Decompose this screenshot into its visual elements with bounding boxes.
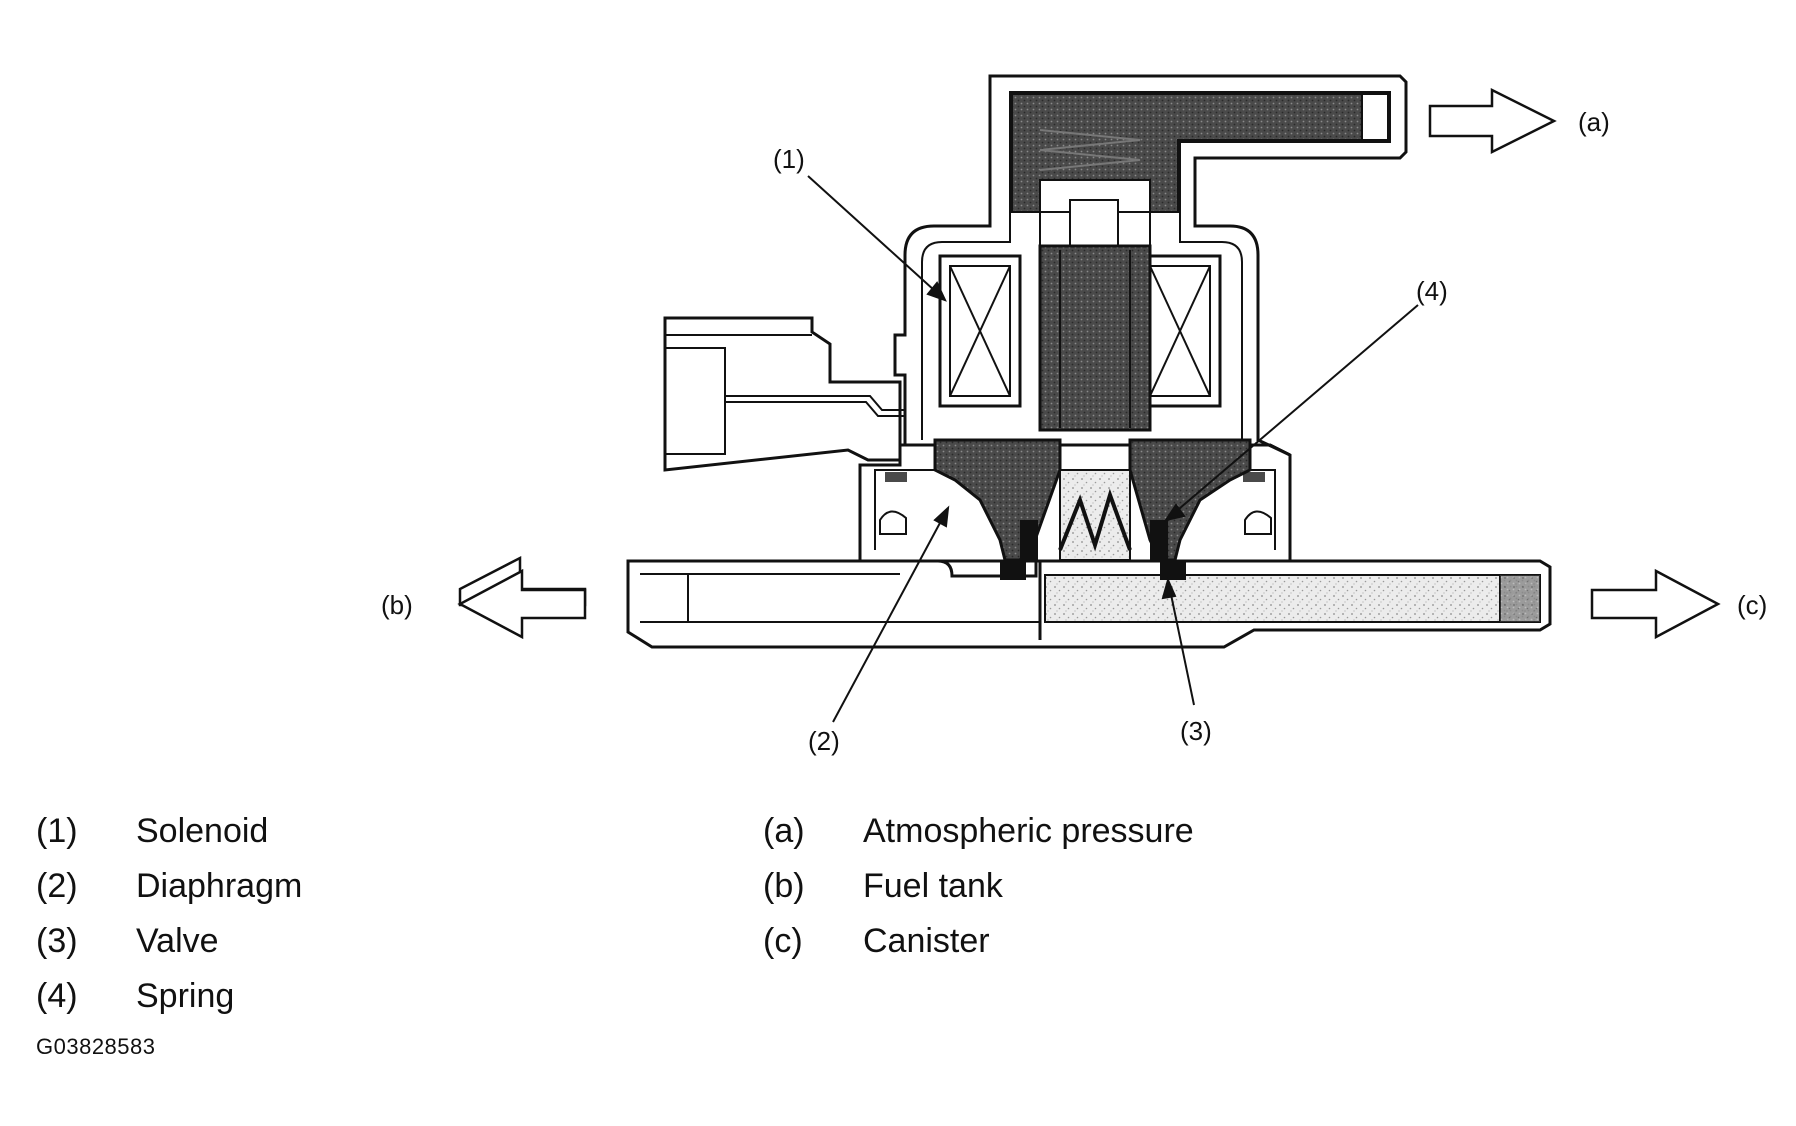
figure-id: G03828583 bbox=[36, 1034, 156, 1059]
flow-tube bbox=[626, 559, 1552, 649]
legend-label: Solenoid bbox=[136, 812, 269, 850]
legend-key: (a) bbox=[763, 812, 805, 850]
callout-fuel-tank: (b) bbox=[381, 590, 413, 620]
legend-key: (c) bbox=[763, 922, 803, 960]
callout-spring: (4) bbox=[1416, 276, 1448, 306]
legend-key: (2) bbox=[36, 867, 78, 905]
flow-arrow-fuel-tank bbox=[457, 555, 587, 640]
legend-label: Valve bbox=[136, 922, 219, 960]
plunger bbox=[1038, 199, 1152, 432]
callout-canister: (c) bbox=[1737, 590, 1767, 620]
legend-label: Canister bbox=[863, 922, 990, 960]
callout-valve: (3) bbox=[1180, 716, 1212, 746]
legend-label: Atmospheric pressure bbox=[863, 812, 1194, 850]
atmospheric-chamber bbox=[1011, 93, 1389, 213]
legend-key: (4) bbox=[36, 977, 78, 1015]
legend-key: (3) bbox=[36, 922, 78, 960]
callout-diaphragm: (2) bbox=[808, 726, 840, 756]
legend-label: Spring bbox=[136, 977, 235, 1015]
solenoid-coil bbox=[938, 254, 1222, 408]
flow-arrow-canister bbox=[1590, 568, 1721, 640]
legend-label: Fuel tank bbox=[863, 867, 1003, 905]
legend-label: Diaphragm bbox=[136, 867, 303, 905]
callout-solenoid: (1) bbox=[773, 144, 805, 174]
legend-key: (b) bbox=[763, 867, 805, 905]
leader-lines bbox=[807, 175, 1419, 723]
legend-key: (1) bbox=[36, 812, 78, 850]
callout-atmospheric: (a) bbox=[1578, 107, 1610, 137]
flow-arrow-atmospheric bbox=[1428, 87, 1557, 155]
